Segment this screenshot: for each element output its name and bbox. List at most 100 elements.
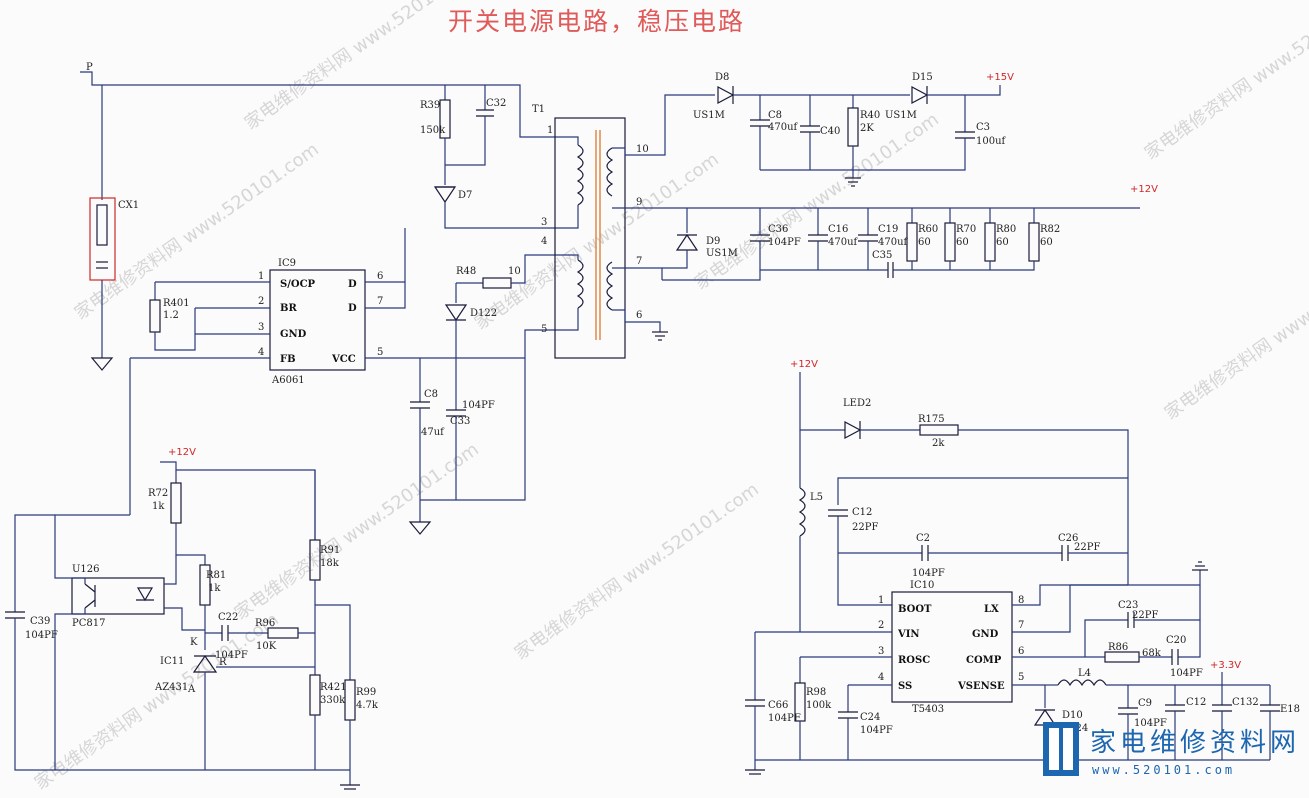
r98-value: 100k [806, 700, 832, 711]
ic9-pin5-name: VCC [331, 354, 356, 365]
e18-label: E18 [1280, 704, 1300, 715]
ic9-pin6-name: D [348, 279, 357, 290]
d7-symbol [433, 186, 457, 204]
l4-label: L4 [1078, 668, 1091, 679]
diagram-title: 开关电源电路，稳压电路 [448, 7, 745, 36]
c36-label: C36 [768, 224, 788, 235]
c40-label: C40 [820, 126, 840, 137]
r86-label: R86 [1108, 642, 1128, 653]
rail-12v-buck-label: +12V [790, 359, 818, 370]
ic10-pin4-name: SS [898, 681, 912, 692]
ic11-pin-k: K [190, 637, 198, 648]
ic11-pin-a: A [187, 684, 196, 695]
r70-value: 60 [956, 237, 969, 248]
ground-symbol [90, 357, 114, 371]
r82-body [1028, 222, 1040, 262]
ic9-pin4-num: 4 [258, 347, 264, 358]
t1-pin5: 5 [541, 324, 547, 335]
ic9-pin2-name: BR [280, 303, 297, 314]
r82-value: 60 [1040, 237, 1053, 248]
c16-label: C16 [828, 224, 848, 235]
c12-value: 22PF [852, 522, 878, 533]
watermark-text: 家电维修资料网 www.520101.com [1161, 239, 1309, 424]
ic10-pin4-num: 4 [878, 672, 884, 683]
c12b-label: C12 [1186, 697, 1206, 708]
r60-label: R60 [918, 224, 938, 235]
c26-label: C26 [1058, 533, 1078, 544]
r60-body [906, 222, 918, 262]
d122-symbol [444, 304, 468, 322]
r98-label: R98 [806, 687, 826, 698]
r40-body [847, 107, 859, 147]
u126-label: U126 [72, 564, 100, 575]
r48-body [482, 277, 512, 289]
c3-value: 100uf [976, 136, 1007, 147]
ic9-pin2-num: 2 [258, 296, 264, 307]
r39-value: 150k [420, 125, 446, 136]
ground-symbol [408, 521, 432, 535]
c3-label: C3 [976, 122, 990, 133]
pc817-led-symbol [136, 587, 154, 602]
rail-p-label: P [86, 62, 93, 73]
r401-value: 1.2 [163, 310, 179, 321]
c22-value: 104PF [215, 650, 248, 661]
c33-value: 104PF [462, 400, 495, 411]
t1-frame [554, 117, 626, 359]
led2-label: LED2 [843, 398, 871, 409]
c8-470-label: C8 [768, 110, 782, 121]
t1-pin3: 3 [541, 217, 547, 228]
r401-label: R401 [163, 298, 190, 309]
t1-aux-coil [576, 259, 584, 309]
c26-value: 22PF [1074, 542, 1100, 553]
d8-symbol [717, 86, 735, 104]
ic9-pin1-num: 1 [258, 271, 264, 282]
r99-value: 4.7k [356, 700, 379, 711]
c33-label: C33 [450, 416, 470, 427]
ic10-pin8-name: LX [984, 604, 999, 615]
watermark-text: 家电维修资料网 www.520101.com [31, 609, 283, 794]
c36-value: 104PF [768, 237, 801, 248]
ic10-pin1-name: BOOT [898, 604, 932, 615]
transformer-t1: T1 1 3 4 5 10 9 7 6 [532, 94, 1140, 359]
c8-47-label: C8 [424, 389, 438, 400]
r60-value: 60 [918, 237, 931, 248]
led2-symbol [844, 421, 862, 439]
ic9-pin7-num: 7 [377, 296, 383, 307]
c32-label: C32 [486, 98, 506, 109]
r421-label: R421 [320, 682, 347, 693]
t1-secondary-coil-a [606, 147, 614, 197]
t1-pin6: 6 [636, 310, 642, 321]
t1-primary-coil [576, 144, 584, 206]
logo-url: www.520101.com [1092, 763, 1235, 777]
r72-label: R72 [148, 488, 168, 499]
r80-label: R80 [996, 224, 1016, 235]
c39-label: C39 [30, 616, 50, 627]
cx1-body [96, 204, 108, 246]
c23-value: 22PF [1132, 610, 1158, 621]
r70-label: R70 [956, 224, 976, 235]
ic10-pin7-num: 7 [1018, 620, 1024, 631]
r175-value: 2k [932, 438, 945, 449]
ic10-pin1-num: 1 [878, 595, 884, 606]
site-logo: 家电维修资料网 www.520101.com [1043, 722, 1296, 777]
ic9-pin4-name: FB [280, 354, 296, 365]
r86-body [1104, 651, 1140, 663]
ic9-pin3-num: 3 [258, 322, 264, 333]
rail-12v-fb-label: +12V [168, 447, 196, 458]
secondary-outputs: D8 US1M C8 470uf C40 R40 2K D15 US1M +15… [662, 72, 1158, 281]
r80-body [984, 222, 996, 262]
d15-symbol [911, 86, 929, 104]
d10-label: D10 [1062, 710, 1083, 721]
ic10-part: T5403 [912, 704, 944, 715]
r401-body [149, 299, 161, 333]
r70-body [944, 222, 956, 262]
r81-value: 1k [208, 583, 221, 594]
ic10-pin6-num: 6 [1018, 646, 1024, 657]
ic10-pin5-num: 5 [1018, 672, 1024, 683]
r48-label: R48 [456, 266, 476, 277]
c2-label: C2 [916, 533, 930, 544]
c24-label: C24 [860, 712, 880, 723]
ic10-pin7-name: GND [972, 629, 999, 640]
c132-label: C132 [1232, 697, 1259, 708]
